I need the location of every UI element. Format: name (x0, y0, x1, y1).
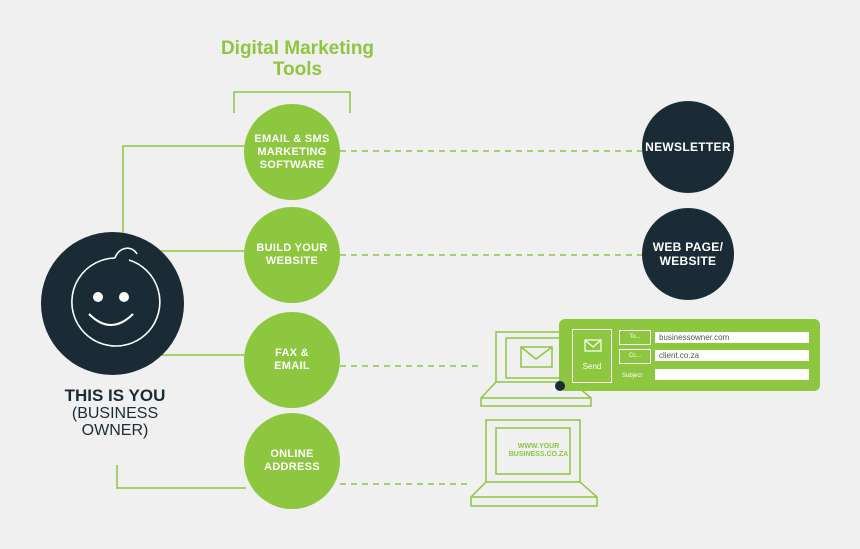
connector-dot (555, 381, 565, 391)
to-field: businessowner.com (655, 332, 809, 343)
cc-field: client.co.za (655, 350, 809, 361)
you-label: THIS IS YOU (64, 386, 166, 405)
laptop-web-icon (470, 419, 598, 507)
subject-field (655, 369, 809, 380)
business-owner-label: (BUSINESS OWNER) (71, 405, 159, 439)
cc-label: Cc... (619, 349, 651, 364)
outcome-newsletter: NEWSLETTER (642, 101, 734, 193)
business-owner-face (41, 232, 184, 375)
mail-icon (584, 339, 602, 352)
tool-fax-email: FAX &EMAIL (244, 312, 340, 408)
web-address: WWW.YOUR BUSINESS.CO.ZA (508, 443, 569, 458)
page-title: Digital Marketing Tools (220, 38, 375, 80)
send-button: Send (572, 329, 612, 383)
outcome-web-page: WEB PAGE/WEBSITE (642, 208, 734, 300)
subject-label: Subject (622, 373, 643, 379)
email-compose-panel: Send To... businessowner.com Cc... clien… (559, 319, 820, 391)
to-label: To... (619, 330, 651, 345)
smiley-icon (71, 247, 161, 347)
